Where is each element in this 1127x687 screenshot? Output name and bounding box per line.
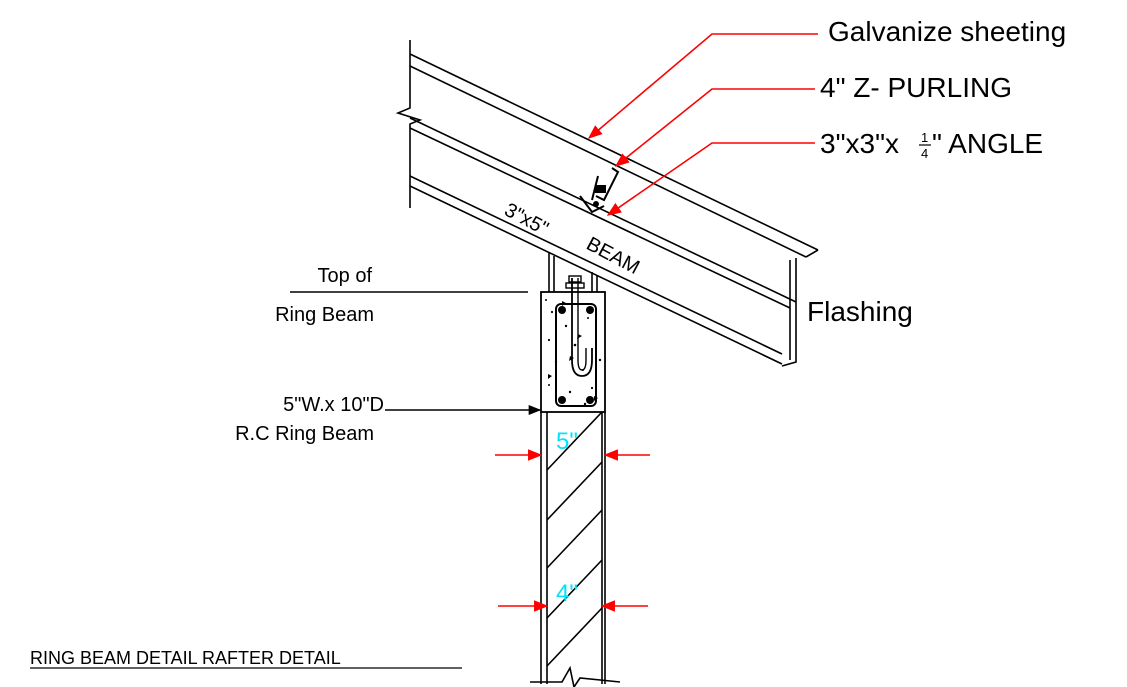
drawing-title: RING BEAM DETAIL RAFTER DETAIL <box>30 648 341 668</box>
sheeting-label: Galvanize sheeting <box>828 16 1066 47</box>
angle-label: 3"x3"x 1 4 " ANGLE <box>820 128 1043 161</box>
beam-size-label: 3"x5" <box>501 199 552 240</box>
top-of-ring-beam-line2: Ring Beam <box>275 304 374 326</box>
ring-beam-section-line2: R.C Ring Beam <box>235 423 374 445</box>
flashing-label: Flashing <box>807 296 913 327</box>
beam-post-strap <box>548 252 598 292</box>
leader-sheeting <box>587 33 818 139</box>
dimension-wall-width: 4" <box>498 580 648 612</box>
purlin-label: 4" Z- PURLING <box>820 72 1012 103</box>
z-purlin <box>591 167 620 202</box>
angle-frac-den: 4 <box>921 146 928 161</box>
leader-angle <box>606 142 815 216</box>
dim-text-5in: 5" <box>556 428 578 455</box>
angle-label-prefix: 3"x3"x <box>820 128 899 159</box>
galvanized-sheeting <box>409 53 819 258</box>
steel-angle <box>579 195 605 214</box>
dim-text-4in: 4" <box>556 580 578 607</box>
rafter-beam <box>395 40 797 365</box>
flashing <box>781 258 797 367</box>
ring-beam-section-line1: 5"W.x 10"D <box>283 394 384 416</box>
leader-purlin <box>614 88 815 167</box>
ring-beam <box>540 275 606 413</box>
top-of-ring-beam-line1: Top of <box>318 265 373 287</box>
dimension-ring-beam-width: 5" <box>495 428 650 461</box>
angle-label-suffix: " ANGLE <box>932 128 1043 159</box>
block-wall <box>530 412 621 687</box>
angle-frac-num: 1 <box>921 130 928 145</box>
